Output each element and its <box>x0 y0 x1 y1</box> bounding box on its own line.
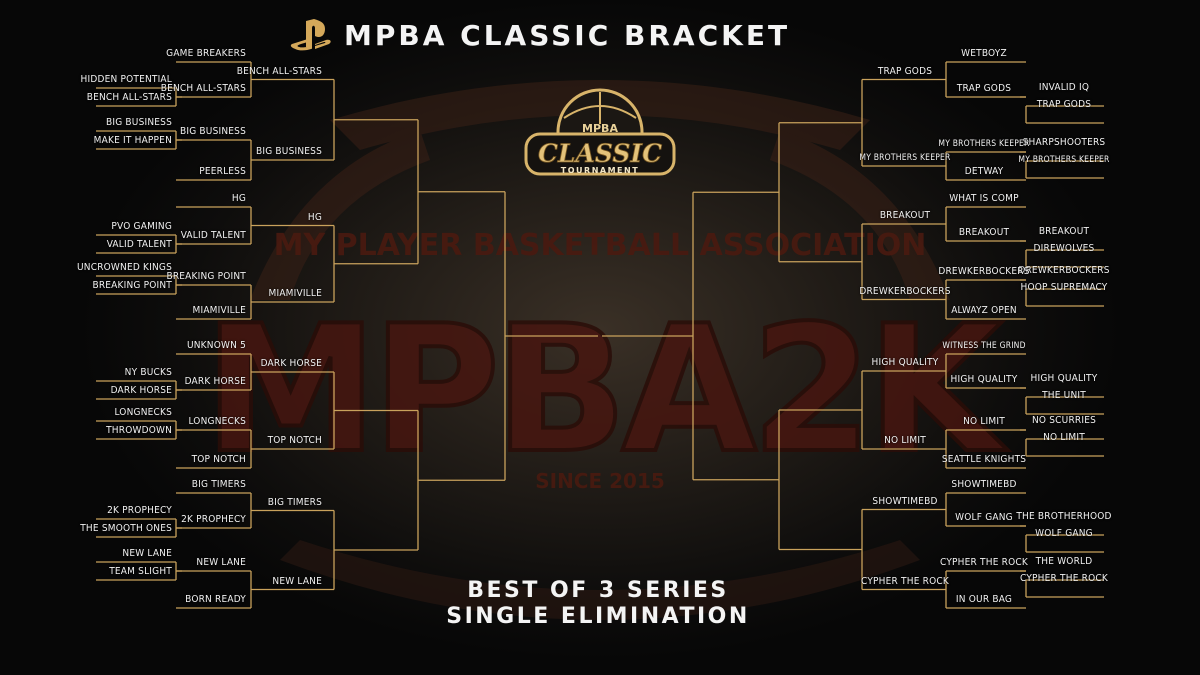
right-r1-team: MY BROTHERS KEEPER <box>1018 155 1110 165</box>
left-r1-team: DARK HORSE <box>110 385 172 396</box>
left-r2-team: UNKNOWN 5 <box>186 340 246 351</box>
left-r2-team: VALID TALENT <box>180 230 246 241</box>
right-r3-team: DREWKERBOCKERS <box>859 285 951 297</box>
right-r1-team: DREWKERBOCKERS <box>1018 265 1110 276</box>
left-r1-team: 2K PROPHECY <box>107 505 172 516</box>
right-r2-team: DETWAY <box>964 166 1004 177</box>
left-r2-team: PEERLESS <box>199 166 246 177</box>
left-r1-team: NY BUCKS <box>124 367 172 378</box>
right-r1-team: THE UNIT <box>1042 390 1086 401</box>
left-r1-team: NEW LANE <box>122 548 172 559</box>
left-r1-team: THROWDOWN <box>106 425 172 436</box>
right-r1-team: BREAKOUT <box>1038 226 1090 237</box>
watermark-wordmark: MPBA2K <box>204 289 1008 492</box>
left-r1-team: BENCH ALL-STARS <box>86 92 172 103</box>
left-r1-team: BREAKING POINT <box>92 280 172 291</box>
left-r1-team: THE SMOOTH ONES <box>80 523 172 534</box>
left-r2-team: BIG TIMERS <box>191 479 246 490</box>
page-title: MPBA CLASSIC BRACKET <box>344 19 791 52</box>
right-r2-team: MY BROTHERS KEEPER <box>938 139 1030 149</box>
left-r1-team: TEAM SLIGHT <box>109 566 172 577</box>
watermark-association: MY PLAYER BASKETBALL ASSOCIATION <box>274 228 927 263</box>
right-r2-team: WHAT IS COMP <box>949 193 1019 204</box>
left-r1-team: VALID TALENT <box>106 239 172 250</box>
right-r3-team: SHOWTIMEBD <box>872 495 938 507</box>
left-r2-team: BENCH ALL-STARS <box>160 83 246 94</box>
right-r2-team: SHOWTIMEBD <box>951 479 1017 490</box>
badge-top: MPBA <box>582 122 618 135</box>
right-r1-team: HIGH QUALITY <box>1030 373 1098 384</box>
right-r1-team: HOOP SUPREMACY <box>1020 282 1108 293</box>
watermark-since: SINCE 2015 <box>535 469 665 493</box>
right-r2-team: NO LIMIT <box>963 416 1005 427</box>
right-r1-team: NO SCURRIES <box>1032 415 1096 426</box>
left-r1-team: HIDDEN POTENTIAL <box>80 74 172 85</box>
right-r2-team: IN OUR BAG <box>955 594 1013 605</box>
right-r3-team: HIGH QUALITY <box>871 357 939 368</box>
playstation-logo-icon <box>290 19 331 51</box>
format-line-2: SINGLE ELIMINATION <box>446 604 750 629</box>
left-r1-team: MAKE IT HAPPEN <box>93 135 172 146</box>
left-r2-team: MIAMIVILLE <box>192 305 246 316</box>
left-r3-team: NEW LANE <box>272 575 322 587</box>
left-r1-team: LONGNECKS <box>114 407 172 418</box>
classic-tournament-badge: MPBA CLASSIC TOURNAMENT <box>524 88 676 176</box>
right-r1-team: TRAP GODS <box>1036 99 1092 110</box>
right-r1-team: CYPHER THE ROCK <box>1020 573 1108 584</box>
left-r2-team: DARK HORSE <box>184 376 246 387</box>
left-r2-team: BIG BUSINESS <box>179 126 246 137</box>
left-r3-team: TOP NOTCH <box>267 435 322 446</box>
right-r1-team: THE BROTHERHOOD <box>1016 511 1112 522</box>
format-line-1: BEST OF 3 SERIES <box>467 578 729 603</box>
right-r2-team: ALWAYZ OPEN <box>951 305 1017 316</box>
left-r2-team: TOP NOTCH <box>191 454 246 465</box>
right-r2-team: BREAKOUT <box>958 227 1010 238</box>
right-r2-team: DREWKERBOCKERS <box>938 266 1030 277</box>
left-r1-team: BIG BUSINESS <box>105 117 172 128</box>
right-r1-team: INVALID IQ <box>1038 82 1090 93</box>
left-r3-team: BIG TIMERS <box>267 496 322 508</box>
left-r2-team: HG <box>231 193 246 204</box>
right-r2-team: WITNESS THE GRIND <box>942 341 1026 351</box>
left-r2-team: LONGNECKS <box>188 416 246 427</box>
left-r2-team: 2K PROPHECY <box>181 514 246 525</box>
left-r3-team: MIAMIVILLE <box>268 288 322 299</box>
left-r2-team: BORN READY <box>185 594 246 605</box>
right-r3-team: BREAKOUT <box>879 210 931 221</box>
right-r3-team: TRAP GODS <box>877 65 933 77</box>
right-r2-team: WOLF GANG <box>955 512 1013 523</box>
right-r2-team: TRAP GODS <box>956 83 1012 94</box>
right-r2-team: HIGH QUALITY <box>950 374 1018 385</box>
right-r2-team: SEATTLE KNIGHTS <box>941 454 1027 465</box>
right-r1-team: THE WORLD <box>1035 556 1093 567</box>
left-r2-team: NEW LANE <box>196 557 246 568</box>
right-r3-team: NO LIMIT <box>884 435 926 446</box>
badge-bottom: TOURNAMENT <box>561 166 639 175</box>
badge-main: CLASSIC <box>538 139 662 168</box>
left-r1-team: UNCROWNED KINGS <box>77 262 172 273</box>
left-r3-team: HG <box>307 211 322 223</box>
right-r2-team: WETBOYZ <box>961 48 1007 59</box>
right-r1-team: WOLF GANG <box>1035 528 1093 539</box>
right-r3-team: CYPHER THE ROCK <box>861 575 949 587</box>
right-r1-team: SHARPSHOOTERS <box>1022 137 1106 148</box>
left-r3-team: DARK HORSE <box>260 358 322 369</box>
left-r3-team: BIG BUSINESS <box>255 146 322 157</box>
left-r2-team: BREAKING POINT <box>166 271 246 282</box>
left-r3-team: BENCH ALL-STARS <box>236 65 322 77</box>
left-r2-team: GAME BREAKERS <box>166 48 246 59</box>
right-r3-team: MY BROTHERS KEEPER <box>859 153 951 163</box>
format-text: BEST OF 3 SERIES SINGLE ELIMINATION <box>446 578 750 630</box>
right-r1-team: NO LIMIT <box>1043 432 1085 443</box>
header: MPBA CLASSIC BRACKET <box>290 18 790 54</box>
right-r1-team: DIREWOLVES <box>1033 243 1095 254</box>
left-r1-team: PVO GAMING <box>111 221 172 232</box>
right-r2-team: CYPHER THE ROCK <box>940 557 1028 568</box>
